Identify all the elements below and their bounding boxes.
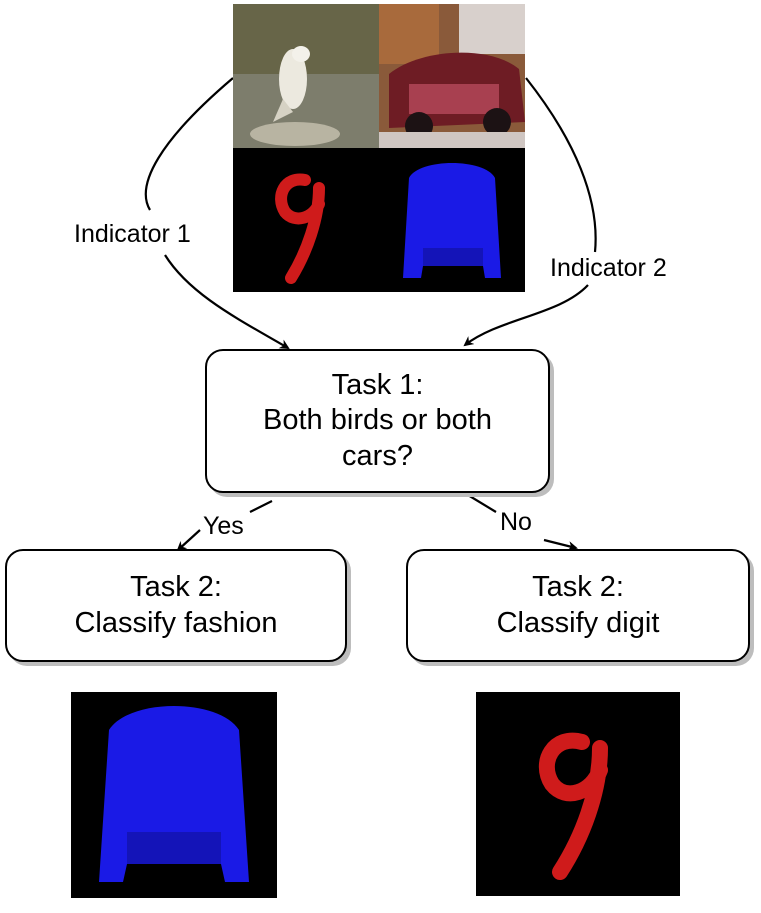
task2-fashion-text: Classify fashion — [74, 606, 278, 639]
indicator-1-label: Indicator 1 — [74, 220, 191, 248]
task2-digit-text: Classify digit — [496, 606, 660, 639]
task1-title: Task 1: — [331, 368, 424, 401]
digit-image-result — [476, 692, 680, 896]
fashion-image-top — [379, 148, 525, 292]
yes-arrow — [178, 500, 273, 550]
indicator-2-label: Indicator 2 — [550, 254, 667, 282]
task2-fashion-title: Task 2: — [130, 571, 222, 604]
car-image — [379, 4, 525, 148]
task1-box: Task 1: Both birds or both cars? — [205, 349, 550, 493]
task2-digit-title: Task 2: — [532, 571, 624, 604]
no-arrow — [462, 491, 576, 548]
fashion-image-result — [71, 692, 277, 898]
task1-question-line1: Both birds or both — [263, 404, 492, 437]
task1-question-line2: cars? — [342, 439, 413, 472]
task2-digit-box: Task 2: Classify digit — [406, 549, 750, 662]
digit-image-top — [233, 148, 379, 292]
indicator-2-arrow — [465, 77, 597, 345]
yes-label: Yes — [203, 512, 244, 540]
bird-image — [233, 4, 379, 148]
task2-fashion-box: Task 2: Classify fashion — [5, 549, 347, 662]
no-label: No — [500, 508, 532, 536]
indicator-1-arrow — [144, 77, 288, 348]
